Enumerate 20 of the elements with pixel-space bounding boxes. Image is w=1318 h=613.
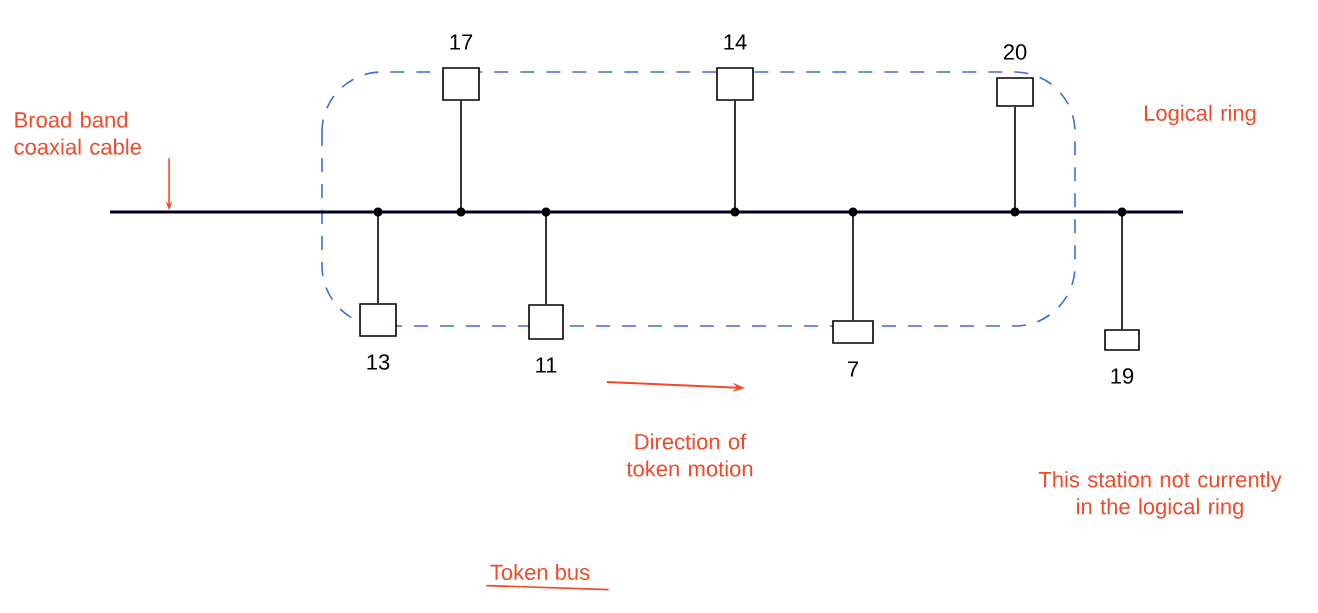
- station-number: 14: [724, 34, 747, 50]
- station-box: [832, 320, 874, 344]
- station-box: [442, 67, 480, 101]
- station-box: [528, 304, 564, 340]
- cable-label: Broad band coaxial cable: [14, 111, 141, 155]
- station-number: 20: [1003, 44, 1027, 60]
- station-number: 13: [367, 354, 390, 370]
- station-number: 17: [450, 34, 473, 50]
- station-box: [359, 303, 397, 337]
- coaxial-cable: [110, 207, 1183, 217]
- note: Direction of token motion: [626, 433, 753, 477]
- station-number: 7: [848, 361, 858, 377]
- title: Token bus: [490, 563, 590, 581]
- station-box: [1104, 329, 1140, 351]
- station-number: 11: [536, 357, 557, 373]
- station-box: [716, 67, 754, 101]
- note: Logical ring: [1144, 104, 1256, 126]
- note: This station not currently in the logical ring: [1038, 471, 1282, 519]
- station-box: [996, 77, 1034, 107]
- station-number: 19: [1111, 368, 1134, 384]
